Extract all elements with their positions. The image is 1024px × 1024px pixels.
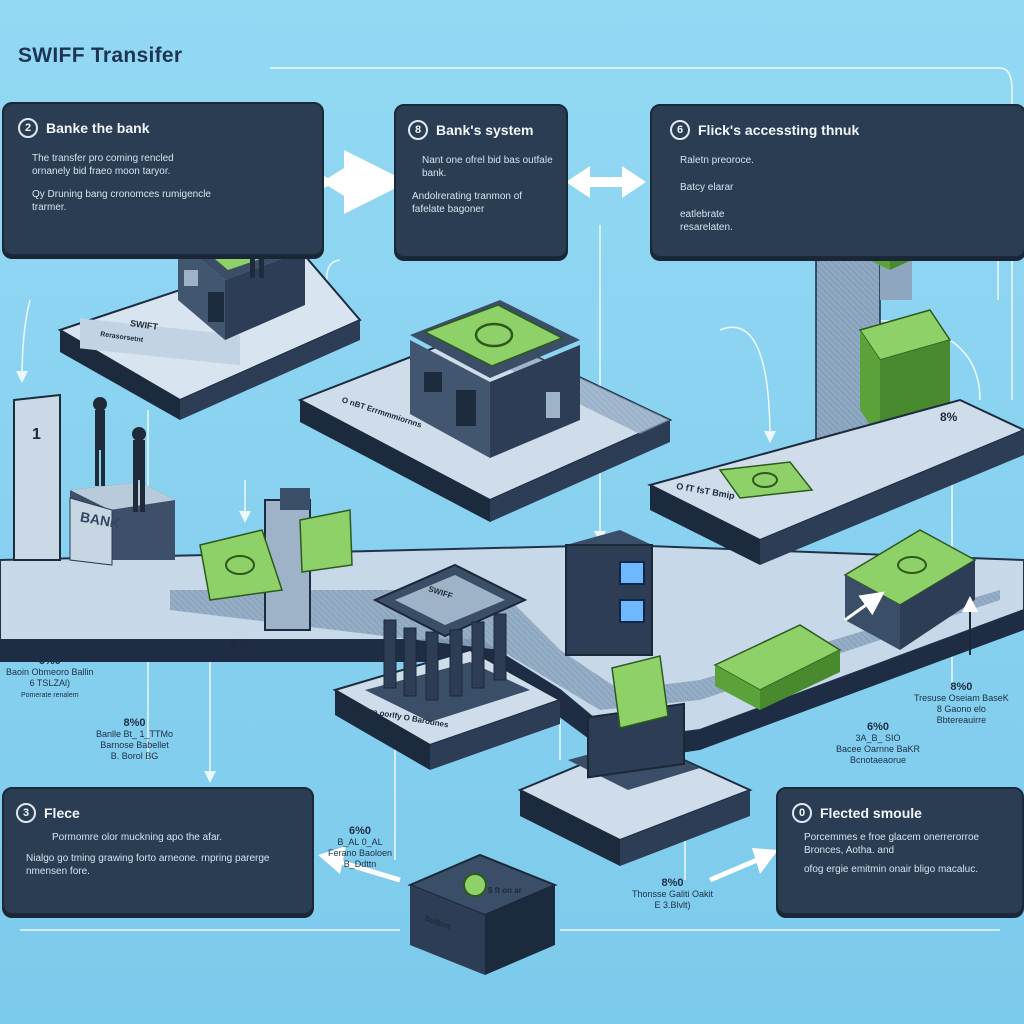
panel-title: Bank's system (436, 122, 534, 138)
panel-title: Flick's accessting thnuk (698, 122, 860, 138)
step-number: 6 (670, 120, 690, 140)
bottom-box (407, 853, 558, 975)
label-percent: 8%0 (123, 717, 146, 729)
panel-item-1: Raletn preoroce. (680, 155, 754, 166)
panel-line-2: Andolrerating tranmon of fafelate bagone… (412, 191, 523, 215)
step-number: 8 (408, 120, 428, 140)
step-number: 0 (792, 803, 812, 823)
side-label-left-1: 6%0 Baoin Obmeoro Ballin 6 TSLZAl) Pomer… (6, 656, 94, 701)
plate-4 (517, 655, 753, 866)
panel-title: Flected smoule (820, 805, 922, 821)
label-percent: 6%0 (349, 825, 372, 837)
page-title: SWIFF Transifer (18, 44, 183, 67)
side-label-right-1: 8%0 Tresuse Oseiam BaseK 8 Gaono elo Bbt… (914, 682, 1009, 726)
label-line: Baoin Obmeoro Ballin (6, 667, 94, 677)
label-percent: 8%0 (950, 681, 973, 693)
double-arrow-1 (272, 150, 408, 214)
label-line: Banlle Bt_ 1_TTMo (96, 729, 174, 739)
cash-stack-right (713, 529, 978, 710)
label-line: Bcnotaeaorue (850, 755, 907, 765)
side-label-right-2: 6%0 3A_B_ SIO Bacee Oarnne BaKR Bcnotaea… (836, 722, 920, 766)
panel-title: Banke the bank (46, 120, 150, 136)
label-line: B_AL 0_AL (337, 837, 383, 847)
panel-line-1: The transfer pro coming rencled ornanely… (32, 153, 174, 177)
percent-2: 8% (940, 410, 958, 424)
panel-line-2: Qy Druning bang cronomces rumigencle tra… (32, 189, 211, 213)
label-line: Ferano Baoloen (328, 848, 393, 858)
label-percent: 8%0 (661, 877, 684, 889)
label-line: Tresuse Oseiam BaseK (914, 693, 1009, 703)
panel-item-2: Batcy elarar (680, 182, 734, 193)
label-line: B_Ddttn (343, 859, 377, 869)
panel-line-1: Nant one ofrel bid bas outfale bank. (422, 155, 553, 179)
panel-line-1: Porcemmes e froe glacem onerrerorroe Bro… (804, 832, 980, 856)
side-number: 1 (32, 426, 41, 443)
step-number: 2 (18, 118, 38, 138)
label-percent: 6%0 (867, 721, 890, 733)
panel-title: Flece (44, 805, 80, 821)
swift-temple (332, 563, 563, 770)
label-percent: 6%0 (38, 655, 61, 667)
label-line: Barnose Babellet (100, 740, 169, 750)
percent-1: 6% (230, 636, 249, 651)
label-line: Thonsse Galiti Oakit (632, 889, 714, 899)
transfer-machine (199, 488, 353, 631)
panel-flected-smoule: 0 Flected smoule Porcemmes e froe glacem… (776, 787, 1024, 915)
label-line: Bacee Oarnne BaKR (836, 744, 921, 754)
bottom-arrows (318, 846, 778, 883)
side-label-left-2: 8%0 Banlle Bt_ 1_TTMo Barnose Babellet B… (96, 718, 173, 762)
panel-bank-the-bank: 2 Banke the bank The transfer pro coming… (2, 102, 324, 256)
label-line: Pomerate renalem (20, 692, 79, 699)
panel-item-3: eatlebrate resarelaten. (680, 209, 733, 233)
box-sign: $ ft on ar (488, 886, 522, 895)
panel-accessing: 6 Flick's accessting thnuk Raletn preoro… (650, 104, 1024, 258)
label-line: 8 Gaono elo (936, 704, 986, 714)
server-box (565, 530, 653, 656)
panel-banks-system: 8 Bank's system Nant one ofrel bid bas o… (394, 104, 568, 258)
panel-line-2: ofog ergie emitmin onair bligo macaluc. (804, 864, 978, 875)
label-line: 6 TSLZAl) (29, 678, 70, 688)
step-number: 3 (16, 803, 36, 823)
double-arrow-2 (566, 166, 646, 198)
side-label-bottom: 8%0 Thonsse Galiti Oakit E 3.Blvlt) (632, 878, 713, 911)
label-line: 3A_B_ SIO (855, 733, 901, 743)
side-label-mid: 6%0 B_AL 0_AL Ferano Baoloen B_Ddttn (328, 826, 392, 870)
panel-flece: 3 Flece Pormomre olor muckning apo the a… (2, 787, 314, 915)
label-line: E 3.Blvlt) (654, 900, 691, 910)
center-bank-building (410, 300, 580, 458)
bank-platform (13, 393, 175, 566)
label-line: Bbtereauirre (936, 715, 987, 725)
plate-3 (647, 398, 1024, 565)
label-line: B. Borol BG (110, 751, 159, 761)
panel-line-2: Nialgo go tming grawing forto arneone. r… (26, 853, 270, 877)
panel-line-1: Pormomre olor muckning apo the afar. (52, 832, 223, 843)
